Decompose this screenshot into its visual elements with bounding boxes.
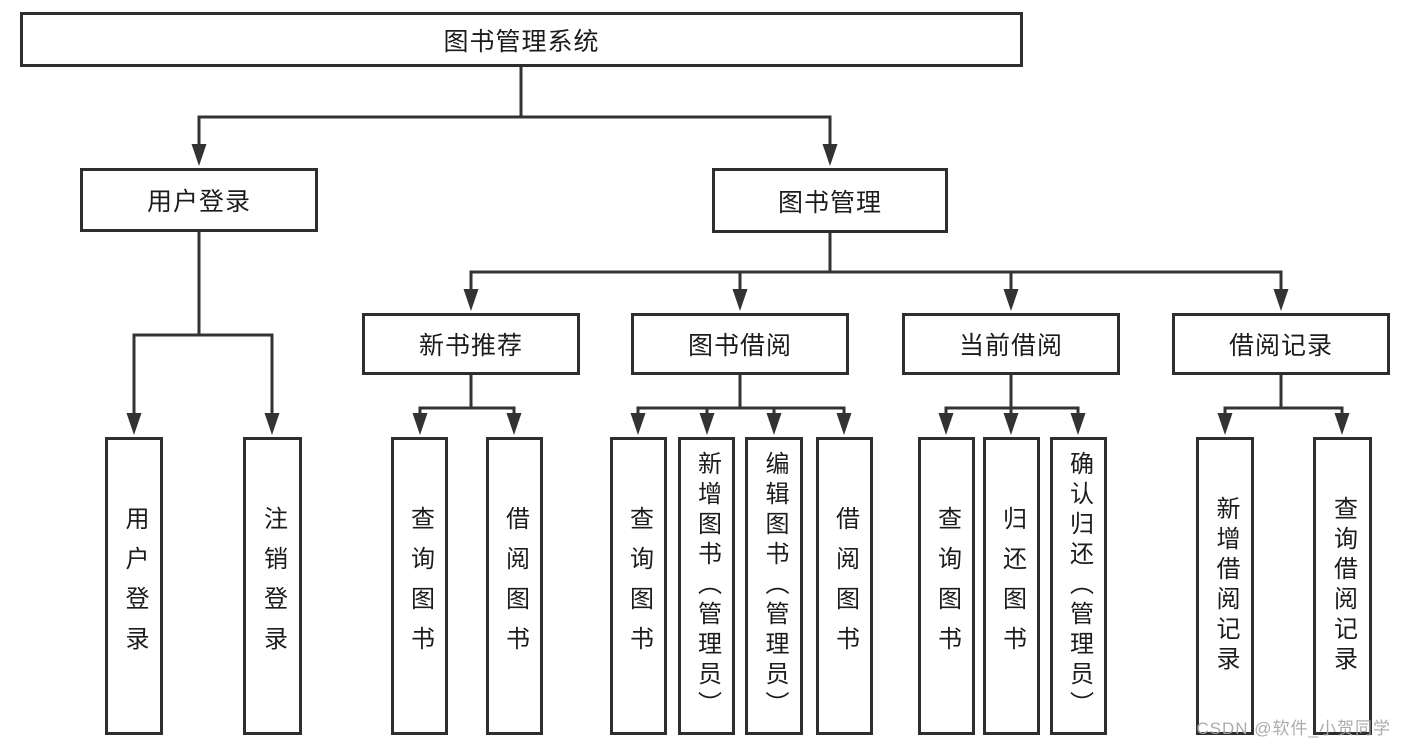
node-current-borrowing: 当前借阅 <box>902 313 1120 375</box>
leaf-label: 新增图书（管理员） <box>693 451 721 721</box>
node-borrowing-records: 借阅记录 <box>1172 313 1390 375</box>
node-book-management: 图书管理 <box>712 168 948 233</box>
leaf-borrow-books-recommend: 借阅图书 <box>486 437 543 735</box>
leaf-label: 借阅图书 <box>831 506 859 666</box>
node-label: 图书借阅 <box>687 332 792 360</box>
leaf-label: 新增借阅记录 <box>1212 496 1239 676</box>
leaf-label: 借阅图书 <box>501 506 529 666</box>
csdn-watermark: CSDN @软件_小贺同学 <box>1196 719 1391 738</box>
leaf-label: 编辑图书（管理员） <box>761 451 788 721</box>
leaf-add-borrow-record: 新增借阅记录 <box>1196 437 1254 735</box>
leaf-user-login: 用户登录 <box>105 437 163 735</box>
leaf-return-books: 归还图书 <box>983 437 1040 735</box>
leaf-label: 确认归还（管理员） <box>1065 451 1093 721</box>
leaf-label: 注销登录 <box>259 506 287 666</box>
leaf-label: 查询借阅记录 <box>1329 496 1357 676</box>
leaf-label: 查询图书 <box>406 506 434 666</box>
leaf-label: 查询图书 <box>933 506 961 666</box>
leaf-query-borrow-record: 查询借阅记录 <box>1313 437 1372 735</box>
leaf-query-books-borrowing: 查询图书 <box>610 437 667 735</box>
node-label: 图书管理 <box>777 188 882 217</box>
leaf-confirm-return-admin: 确认归还（管理员） <box>1050 437 1107 735</box>
node-label: 图书管理系统 <box>443 27 600 56</box>
leaf-query-books-recommend: 查询图书 <box>391 437 448 735</box>
node-label: 当前借阅 <box>958 332 1063 360</box>
node-library-management-system: 图书管理系统 <box>20 12 1023 67</box>
leaf-borrow-books-borrowing: 借阅图书 <box>816 437 873 735</box>
leaf-label: 查询图书 <box>625 506 653 666</box>
leaf-label: 用户登录 <box>121 506 148 666</box>
node-label: 借阅记录 <box>1228 332 1333 360</box>
node-new-book-recommendation: 新书推荐 <box>362 313 580 375</box>
node-user-login: 用户登录 <box>80 168 318 232</box>
leaf-edit-books-admin: 编辑图书（管理员） <box>745 437 803 735</box>
node-book-borrowing: 图书借阅 <box>631 313 849 375</box>
leaf-label: 归还图书 <box>998 506 1026 666</box>
leaf-logout-login: 注销登录 <box>243 437 302 735</box>
leaf-query-books-current: 查询图书 <box>918 437 975 735</box>
node-label: 新书推荐 <box>418 332 523 360</box>
node-label: 用户登录 <box>146 188 251 216</box>
leaf-add-books-admin: 新增图书（管理员） <box>678 437 735 735</box>
